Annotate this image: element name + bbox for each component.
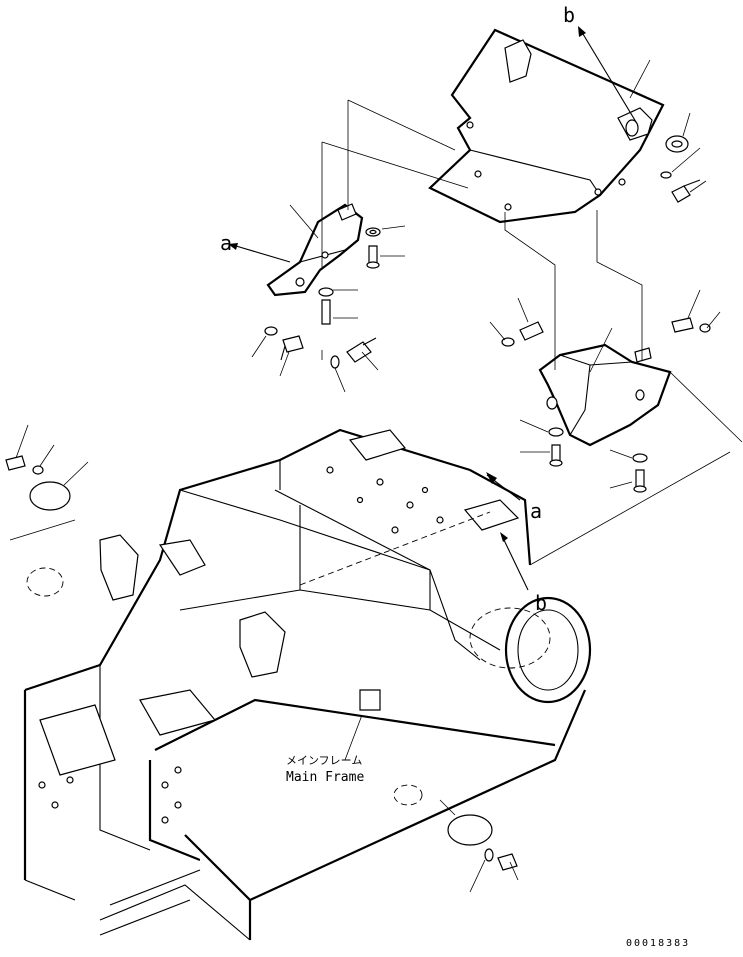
drawing-code: 00018383 — [626, 938, 690, 949]
left-bracket — [266, 203, 364, 297]
view-arrow-b-upper: b — [563, 3, 637, 123]
view-label-b-lower: b — [535, 591, 547, 615]
right-bracket — [538, 327, 672, 447]
upper-plate-hardware — [629, 59, 707, 203]
left-cover-parts — [5, 424, 89, 597]
right-bracket-leader-lines — [504, 210, 743, 566]
view-arrow-a-upper: a — [220, 231, 291, 263]
view-label-a-upper: a — [220, 231, 232, 255]
view-label-b-upper: b — [563, 3, 575, 27]
upper-guard-plate — [428, 28, 665, 224]
main-frame-label: メインフレーム Main Frame — [286, 714, 364, 785]
lower-cover-parts — [439, 799, 519, 893]
left-bracket-leader-lines — [321, 99, 469, 360]
main-frame-label-japanese: メインフレーム — [286, 754, 362, 767]
view-label-a-lower: a — [530, 499, 542, 523]
view-arrow-b-lower: b — [500, 532, 547, 615]
left-bracket-hardware — [251, 225, 406, 393]
main-frame-label-english: Main Frame — [286, 770, 364, 785]
main-frame — [23, 428, 592, 941]
right-bracket-hardware — [489, 289, 721, 493]
